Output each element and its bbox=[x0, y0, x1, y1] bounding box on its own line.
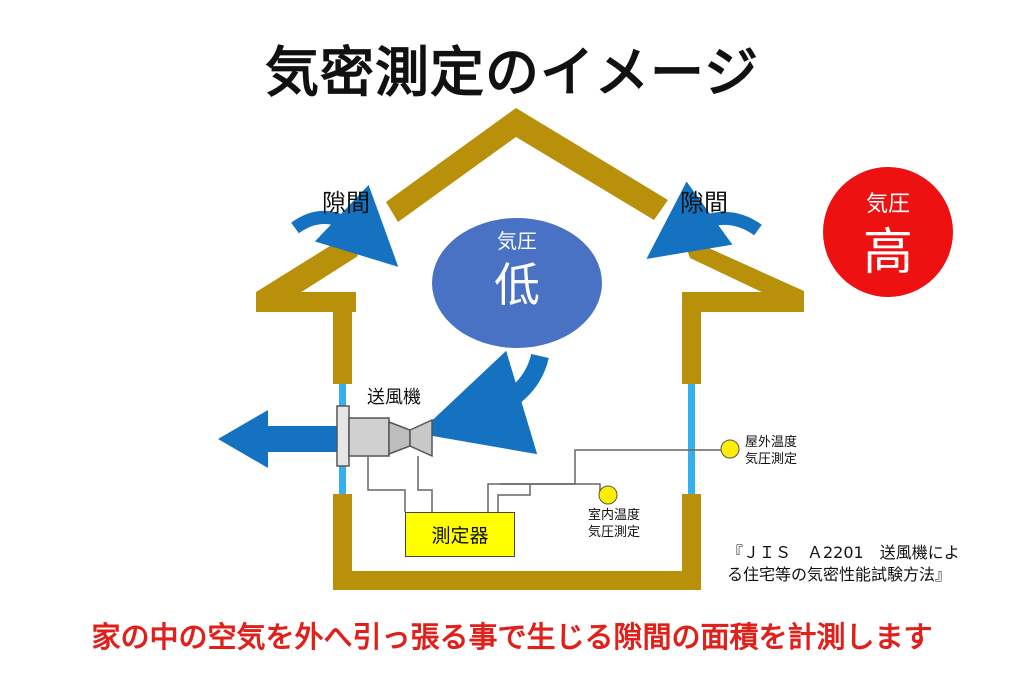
gap-label-left: 隙間 bbox=[322, 189, 370, 217]
eave-right bbox=[682, 292, 804, 312]
low-pressure-big-label: 低 bbox=[494, 258, 540, 312]
right-gap-arrow bbox=[646, 181, 762, 259]
high-pressure-big-label: 高 bbox=[863, 223, 913, 281]
inner-flow-arrow bbox=[418, 350, 549, 455]
eave-left bbox=[256, 292, 356, 312]
low-pressure-small-label: 気圧 bbox=[497, 229, 537, 253]
outdoor-sensor-dot bbox=[720, 439, 740, 459]
roof-left-upper bbox=[386, 108, 516, 222]
indoor-sensor-line1: 室内温度 bbox=[588, 508, 641, 523]
indoor-sensor-label: 室内温度 気圧測定 bbox=[588, 507, 640, 541]
fan bbox=[336, 405, 433, 467]
high-pressure-circle bbox=[823, 167, 953, 297]
page-title: 気密測定のイメージ bbox=[265, 41, 759, 104]
floor bbox=[333, 571, 701, 590]
gap-label-right: 隙間 bbox=[680, 189, 728, 217]
indoor-sensor-dot bbox=[598, 485, 618, 505]
right-wall-upper bbox=[682, 310, 701, 384]
fan-label: 送風機 bbox=[367, 387, 421, 408]
bottom-caption: 家の中の空気を外へ引っ張る事で生じる隙間の面積を計測します bbox=[91, 620, 933, 654]
left-gap-arrow bbox=[291, 184, 399, 267]
outdoor-sensor-label: 屋外温度 気圧測定 bbox=[745, 434, 797, 468]
indoor-sensor-line2: 気圧測定 bbox=[588, 525, 641, 540]
left-wall-lower bbox=[333, 494, 352, 590]
meter-box: 測定器 bbox=[405, 512, 515, 557]
reference-line1: 『ＪＩＳ Ａ2201 送風機によ bbox=[727, 543, 960, 562]
fan-plate bbox=[336, 405, 350, 467]
fan-nozzle bbox=[388, 420, 411, 456]
right-window bbox=[688, 384, 695, 494]
high-pressure-small-label: 気圧 bbox=[865, 192, 910, 217]
fan-body bbox=[348, 417, 390, 457]
meter-label: 測定器 bbox=[431, 525, 489, 547]
reference-line2: る住宅等の気密性能試験方法』 bbox=[727, 565, 952, 584]
walls bbox=[333, 310, 701, 590]
fan-inlet bbox=[409, 418, 433, 458]
right-wall-lower bbox=[682, 494, 701, 590]
outdoor-sensor-line1: 屋外温度 bbox=[745, 435, 798, 450]
left-wall-upper bbox=[333, 310, 352, 384]
wires bbox=[367, 449, 722, 512]
roof-right-upper bbox=[516, 108, 668, 220]
reference-note: 『ＪＩＳ Ａ2201 送風機によ る住宅等の気密性能試験方法』 bbox=[727, 542, 960, 586]
exhaust-arrow bbox=[218, 410, 342, 468]
outdoor-sensor-line2: 気圧測定 bbox=[745, 452, 798, 467]
low-pressure-circle bbox=[432, 218, 602, 348]
